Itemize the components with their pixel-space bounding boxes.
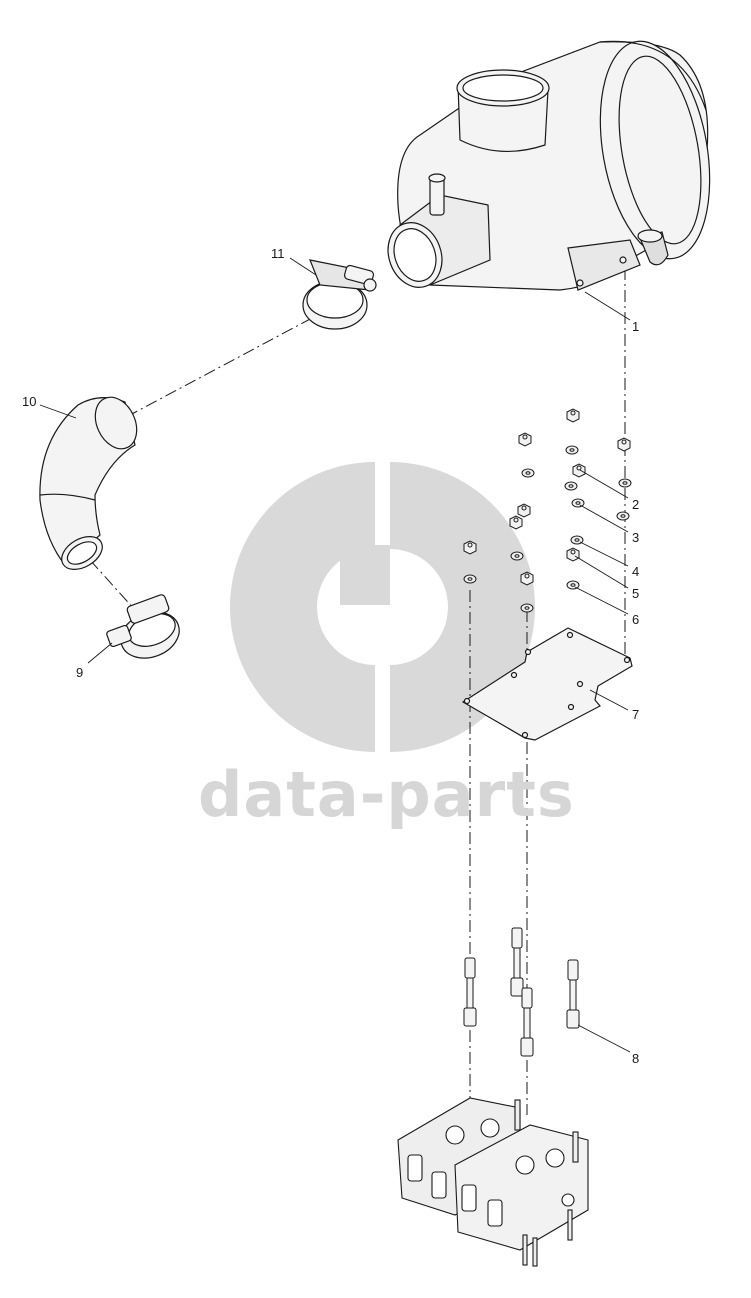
callout-10: 10 bbox=[22, 394, 37, 409]
callout-3: 3 bbox=[632, 530, 640, 545]
hex-nut bbox=[566, 408, 580, 423]
callout-1: 1 bbox=[632, 319, 640, 334]
hose-clamp-lower bbox=[106, 594, 180, 659]
hex-nut bbox=[509, 515, 523, 530]
cylinder-heads bbox=[397, 1097, 589, 1267]
hex-nut bbox=[520, 571, 534, 586]
air-filter-housing bbox=[387, 40, 711, 291]
callout-4: 4 bbox=[632, 564, 640, 579]
washer bbox=[566, 580, 580, 590]
hex-nut bbox=[617, 437, 631, 452]
washer bbox=[616, 511, 630, 521]
washer bbox=[618, 478, 632, 488]
callout-5: 5 bbox=[632, 586, 640, 601]
washer bbox=[565, 445, 579, 455]
washer bbox=[564, 481, 578, 491]
hex-nut bbox=[572, 463, 586, 478]
callout-8: 8 bbox=[632, 1051, 640, 1066]
stud-bolts bbox=[463, 927, 580, 1057]
hose-clamp-upper bbox=[302, 259, 377, 330]
callout-2: 2 bbox=[632, 497, 640, 512]
assembly-centerlines bbox=[89, 268, 626, 1115]
callout-11: 11 bbox=[271, 246, 285, 261]
washer bbox=[463, 574, 477, 584]
hex-nut bbox=[517, 503, 531, 518]
washer bbox=[520, 603, 534, 613]
callout-7: 7 bbox=[632, 707, 640, 722]
washer bbox=[571, 498, 585, 508]
washer bbox=[521, 468, 535, 478]
watermark-brand-text: data-parts bbox=[198, 758, 575, 831]
callout-9: 9 bbox=[76, 665, 84, 680]
nut-washer-group bbox=[463, 408, 632, 613]
hex-nut bbox=[463, 540, 477, 555]
stud-bolt bbox=[463, 957, 477, 1027]
mounting-plate bbox=[461, 627, 633, 741]
elbow-hose bbox=[39, 396, 138, 570]
stud-bolt bbox=[566, 959, 580, 1029]
hex-nut bbox=[518, 432, 532, 447]
callout-6: 6 bbox=[632, 612, 640, 627]
washer bbox=[510, 551, 524, 561]
stud-bolt bbox=[510, 927, 524, 997]
hex-nut bbox=[566, 547, 580, 562]
leader-lines bbox=[39, 257, 631, 1053]
stud-bolt bbox=[520, 987, 534, 1057]
